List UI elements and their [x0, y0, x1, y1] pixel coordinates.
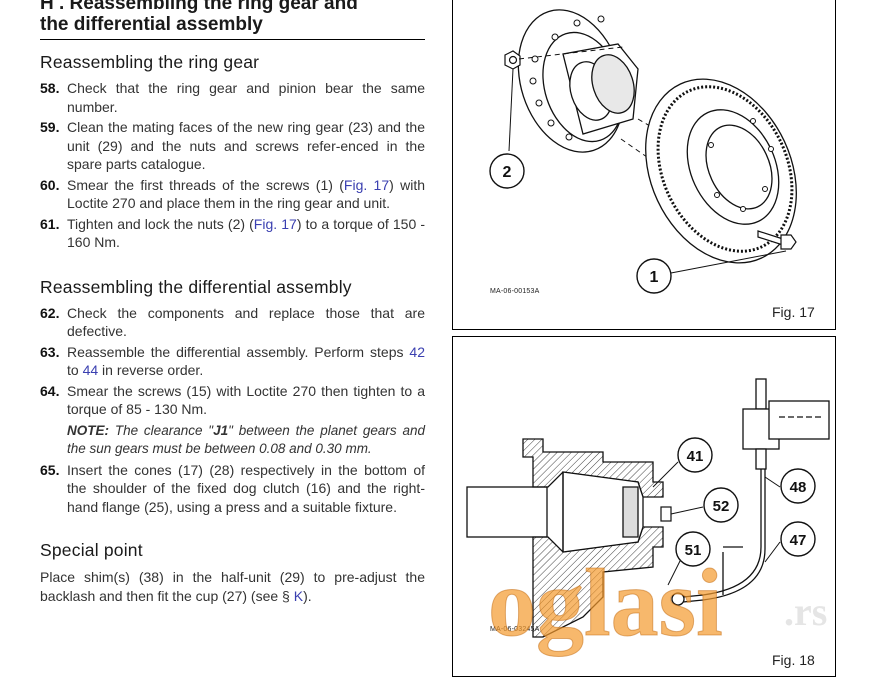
flange-disc-drawing	[517, 9, 639, 153]
callout-label: 48	[790, 479, 807, 496]
step-64: 64. Smear the screws (15) with Loctite 2…	[40, 382, 425, 459]
callout-51: 51	[675, 531, 711, 567]
step-number: 60.	[40, 176, 60, 193]
ring-gear-drawing	[645, 78, 797, 264]
step-number: 64.	[40, 382, 60, 399]
nut-drawing	[504, 50, 521, 70]
step-text-part: ) to a torque of 150 - 160 Nm.	[67, 215, 426, 251]
screw-drawing	[757, 230, 797, 250]
callout-label: 47	[790, 532, 807, 549]
note-text: " between the planet gears and the sun g…	[67, 422, 425, 457]
fig-17-link[interactable]: Fig. 17	[253, 215, 297, 232]
note-label: NOTE:	[67, 422, 109, 438]
step-number: 58.	[40, 80, 60, 96]
step-text: Tighten and lock the nuts (2) (Fig. 17) …	[67, 215, 425, 252]
step-65: 65. Insert the cones (17) (28) respectiv…	[40, 461, 425, 517]
callout-leaders	[652, 461, 781, 586]
text-column: H . Reassembling the ring gear and the d…	[40, 0, 425, 606]
differential-steps: 62. Check the components and replace tho…	[40, 304, 425, 517]
step-text-part: Tighten and lock the nuts (2) (	[67, 215, 254, 232]
step-58: 58. Check that the ring gear and pinion …	[40, 79, 425, 116]
para-text-part: ).	[303, 588, 312, 604]
figure-18: 41 52 51 48 47 MA-06-03245A Fig. 18	[452, 336, 836, 677]
step-text: Reassemble the differential assembly. Pe…	[67, 343, 425, 380]
callout-48: 48	[780, 468, 816, 504]
para-text-part: Place shim(s) (38) in the half-unit (29)…	[40, 569, 425, 604]
callout-1: 1	[636, 258, 672, 294]
housing-drawing	[522, 438, 664, 638]
figure-label: Fig. 17	[772, 304, 815, 320]
step-text-part: in reverse order.	[98, 362, 204, 378]
note-text: The clearance "	[109, 422, 214, 438]
callout-leader	[508, 68, 514, 152]
section-k-link[interactable]: K	[293, 588, 304, 604]
callout-2: 2	[489, 153, 525, 189]
page-title: H . Reassembling the ring gear and the d…	[40, 0, 425, 35]
step-60: 60. Smear the first threads of the screw…	[40, 176, 425, 213]
section-title-ring-gear: Reassembling the ring gear	[40, 52, 260, 72]
step-text: Clean the mating faces of the new ring g…	[67, 119, 425, 172]
fig-17-link[interactable]: Fig. 17	[343, 176, 390, 193]
callout-label: 52	[713, 498, 730, 515]
step-text-part: to	[67, 362, 83, 378]
callout-47: 47	[780, 521, 816, 557]
screw-52-drawing	[660, 506, 672, 522]
step-text-part: Smear the screws (15) with Loctite 270 t…	[67, 382, 425, 418]
step-61: 61. Tighten and lock the nuts (2) (Fig. …	[40, 215, 425, 252]
step-number: 59.	[40, 119, 60, 135]
shaft-drawing	[466, 486, 548, 538]
linkage-drawing	[671, 378, 830, 606]
step-59: 59. Clean the mating faces of the new ri…	[40, 118, 425, 174]
step-44-link[interactable]: 44	[82, 362, 99, 378]
step-text: Check that the ring gear and pinion bear…	[67, 80, 425, 115]
step-text-part: Smear the first threads of the screws (1…	[67, 176, 344, 193]
page-title-line1: H . Reassembling the ring gear and	[40, 0, 358, 14]
step-text-part: Reassemble the differential assembly. Pe…	[67, 343, 410, 360]
callout-label: 2	[503, 164, 512, 181]
title-rule	[40, 39, 425, 40]
figure-ref-code: MA-06-03245A	[490, 626, 540, 633]
step-number: 65.	[40, 461, 60, 478]
callout-label: 1	[650, 269, 659, 286]
step-63: 63. Reassemble the differential assembly…	[40, 343, 425, 380]
step-text: Check the components and replace those t…	[67, 304, 425, 340]
flange-holes	[529, 15, 605, 141]
step-text: Insert the cones (17) (28) respectively …	[67, 461, 425, 515]
step-text: Smear the screws (15) with Loctite 270 t…	[67, 382, 425, 459]
ring-gear-holes	[708, 118, 774, 212]
callout-label: 51	[685, 542, 702, 559]
callout-leader	[670, 250, 787, 274]
page-title-line2: the differential assembly	[40, 14, 263, 35]
figure-ref-code: MA-06-00153A	[490, 288, 540, 295]
step-62: 62. Check the components and replace tho…	[40, 304, 425, 341]
figure-17: 2 1 MA-06-00153A Fig. 17	[452, 0, 836, 330]
section-title-differential: Reassembling the differential assembly	[40, 276, 352, 297]
step-text: Smear the first threads of the screws (1…	[67, 176, 425, 213]
step-42-link[interactable]: 42	[409, 343, 425, 360]
figure-label: Fig. 18	[772, 652, 815, 668]
special-point-text: Place shim(s) (38) in the half-unit (29)…	[40, 568, 425, 606]
step-number: 62.	[40, 304, 60, 321]
callout-label: 41	[687, 448, 704, 465]
step-text-part: ) with Loctite 270 and place them in the…	[67, 176, 426, 212]
ring-gear-diagram: 2 1	[489, 9, 797, 294]
callout-41: 41	[677, 437, 713, 473]
step-number: 63.	[40, 343, 60, 360]
step-number: 61.	[40, 215, 60, 232]
section-title-special-point: Special point	[40, 540, 143, 560]
note-code: J1	[213, 422, 229, 438]
ring-gear-steps: 58. Check that the ring gear and pinion …	[40, 79, 425, 252]
note: NOTE: The clearance "J1" between the pla…	[67, 422, 425, 459]
callout-52: 52	[703, 487, 739, 523]
differential-diagram: 41 52 51 48 47	[466, 378, 830, 638]
